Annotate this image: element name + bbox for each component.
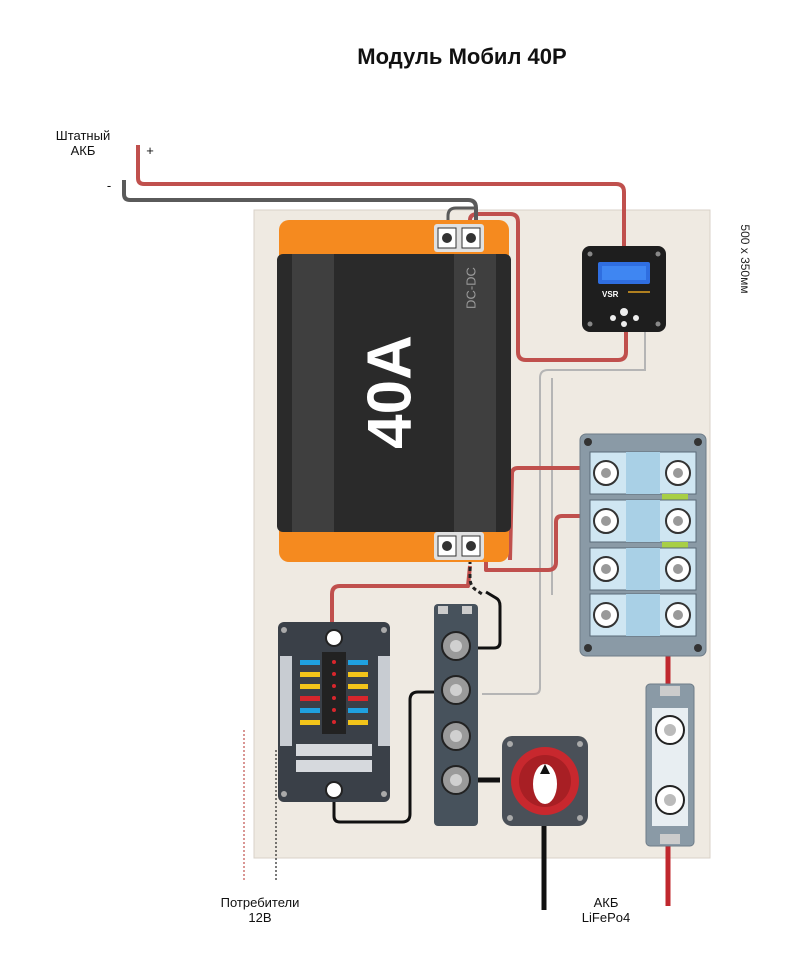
consumers-label-line2: 12В: [248, 910, 272, 925]
fuse-row: [300, 660, 368, 725]
source-battery-label-line2: АКБ: [70, 143, 96, 158]
fuse-block-ground-stud: [325, 781, 343, 799]
positive-wires: [136, 145, 628, 626]
fuse-block-input-stud: [325, 629, 343, 647]
consumers-label: Потребители 12В: [202, 895, 318, 925]
vsr-label: VSR: [602, 290, 619, 299]
anl-fuse-holder: [645, 683, 695, 847]
fuse-block: [278, 622, 390, 802]
diagram-title: Модуль Мобил 40Р: [357, 44, 567, 69]
breaker-row-2: [589, 499, 697, 548]
vsr-relay: VSR: [582, 246, 666, 332]
thin-signal-wires: [482, 332, 646, 695]
bus-bar: [434, 604, 478, 826]
breaker-panel: [579, 433, 707, 657]
plus-terminal-label: +: [146, 143, 154, 158]
breaker-row-4: [589, 593, 697, 637]
breaker-row-3: [589, 547, 697, 591]
battery-switch: [502, 736, 588, 826]
breaker-row-1: [589, 451, 697, 500]
consumer-leads: [243, 730, 277, 882]
dcdc-type-label: DC-DC: [463, 267, 478, 309]
source-battery-label: Штатный АКБ: [40, 128, 126, 158]
house-battery-label: АКБ LiFePo4: [568, 895, 644, 925]
house-battery-label-line2: LiFePo4: [581, 910, 631, 925]
dcdc-converter: 40А DC-DC: [277, 220, 511, 562]
dcdc-rating: 40А: [355, 335, 424, 449]
consumers-label-line1: Потребители: [220, 895, 300, 910]
fuse-block-ground-terminals: [296, 744, 372, 772]
source-battery-label-line1: Штатный: [55, 128, 111, 143]
house-battery-label-line1: АКБ: [593, 895, 619, 910]
negative-wires: [122, 180, 547, 910]
minus-terminal-label: -: [106, 178, 112, 193]
